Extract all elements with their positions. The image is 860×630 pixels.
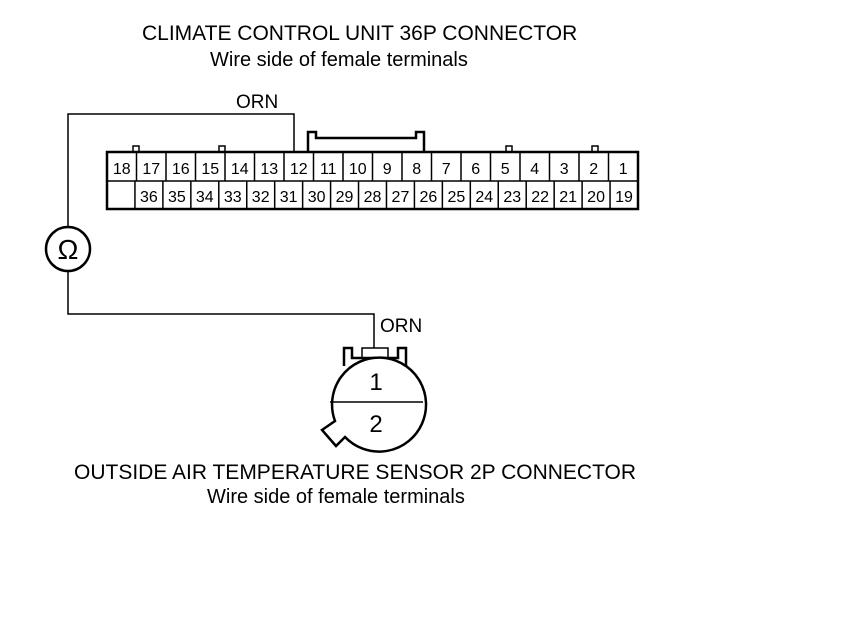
bottom-connector-title: OUTSIDE AIR TEMPERATURE SENSOR 2P CONNEC… xyxy=(74,461,636,484)
row2-pin-34: 34 xyxy=(196,189,214,206)
row2-pin-35: 35 xyxy=(168,189,186,206)
connector-latch xyxy=(306,130,426,152)
row2-pin-19: 19 xyxy=(615,189,633,206)
row2-pin-31: 31 xyxy=(280,189,298,206)
row1-pin-3: 3 xyxy=(560,161,569,178)
row1-pin-5: 5 xyxy=(501,161,510,178)
ohmmeter-circle xyxy=(44,225,92,273)
row2-pin-29: 29 xyxy=(336,189,354,206)
ohm-icon: Ω xyxy=(58,234,79,265)
pin-2: 2 xyxy=(369,411,382,438)
row2-pin-27: 27 xyxy=(392,189,410,206)
row1-pin-11: 11 xyxy=(320,161,337,178)
row1-pin-10: 10 xyxy=(349,161,367,178)
row1-pin-12: 12 xyxy=(290,161,308,178)
row1-pin-17: 17 xyxy=(142,161,160,178)
row1-pin-15: 15 xyxy=(201,161,219,178)
row2-pin-28: 28 xyxy=(364,189,382,206)
connector-row-1: 18 17 16 15 14 13 12 11 10 9 8 7 6 5 4 3 2 1 xyxy=(113,152,628,181)
connector-2p-body xyxy=(320,356,428,453)
row1-pin-2: 2 xyxy=(589,161,598,178)
row1-pin-8: 8 xyxy=(412,161,421,178)
bottom-wire-color-label: ORN xyxy=(380,316,422,337)
pin-1: 1 xyxy=(369,369,382,396)
row1-pin-4: 4 xyxy=(530,161,539,178)
top-connector-title: CLIMATE CONTROL UNIT 36P CONNECTOR xyxy=(142,22,577,45)
row2-pin-24: 24 xyxy=(475,189,493,206)
connector-2p-lock-slot xyxy=(361,347,389,359)
top-wire-color-label: ORN xyxy=(236,92,278,113)
row2-pin-32: 32 xyxy=(252,189,270,206)
top-connector-subtitle: Wire side of female terminals xyxy=(210,49,468,71)
row2-pin-26: 26 xyxy=(419,189,437,206)
row1-pin-14: 14 xyxy=(231,161,249,178)
wire-top xyxy=(67,113,295,226)
row2-pin-22: 22 xyxy=(531,189,549,206)
connector-2p: 1 2 xyxy=(320,346,428,453)
row1-pin-18: 18 xyxy=(113,161,131,178)
row1-pin-1: 1 xyxy=(619,161,628,178)
row2-pin-30: 30 xyxy=(308,189,326,206)
row2-pin-33: 33 xyxy=(224,189,242,206)
row1-pin-7: 7 xyxy=(442,161,451,178)
row2-pin-23: 23 xyxy=(503,189,521,206)
row2-pin-36: 36 xyxy=(140,189,158,206)
ohmmeter: Ω xyxy=(44,225,92,273)
row1-pin-6: 6 xyxy=(471,161,480,178)
bottom-connector-subtitle: Wire side of female terminals xyxy=(207,486,465,508)
row2-pin-21: 21 xyxy=(559,189,577,206)
row2-pin-25: 25 xyxy=(447,189,465,206)
connector-row-2: 36 35 34 33 32 31 30 29 28 27 26 25 24 23 22 21 20 19 xyxy=(134,181,633,209)
row2-pin-20: 20 xyxy=(587,189,605,206)
row1-pin-16: 16 xyxy=(172,161,190,178)
wire-bottom xyxy=(67,272,375,348)
row1-pin-9: 9 xyxy=(383,161,392,178)
row1-pin-13: 13 xyxy=(260,161,278,178)
